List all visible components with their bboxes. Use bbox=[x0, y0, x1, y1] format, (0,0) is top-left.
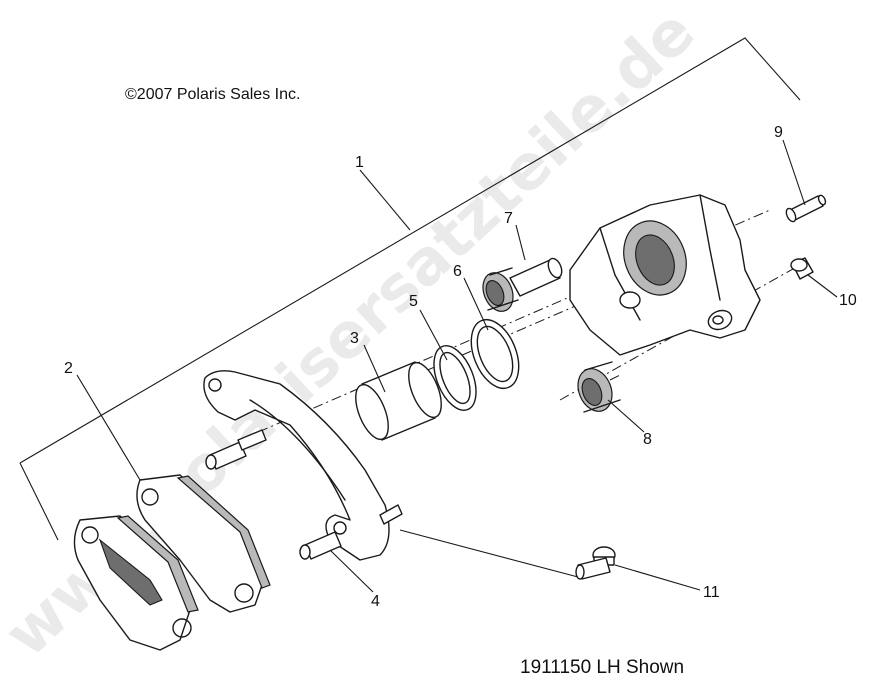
slide-pin-boot bbox=[482, 257, 563, 312]
brake-pads bbox=[73, 474, 271, 651]
label-1: 1 bbox=[355, 154, 364, 171]
slide-boot bbox=[577, 361, 621, 413]
label-8: 8 bbox=[643, 431, 652, 448]
label-11: 11 bbox=[703, 584, 720, 601]
label-5: 5 bbox=[409, 293, 418, 310]
mounting-bolt bbox=[575, 546, 616, 580]
caliper-bracket bbox=[203, 370, 403, 561]
piston bbox=[355, 361, 442, 441]
bleeder-screw bbox=[785, 194, 827, 223]
assembly-bracket bbox=[19, 37, 801, 541]
label-9: 9 bbox=[774, 124, 783, 141]
caliper-body bbox=[569, 194, 761, 356]
label-10: 10 bbox=[839, 292, 857, 309]
copyright-text: ©2007 Polaris Sales Inc. bbox=[125, 86, 300, 103]
bleeder-cap bbox=[790, 257, 814, 280]
leader-lines bbox=[76, 139, 838, 593]
dust-seal bbox=[433, 345, 477, 411]
diagram-caption: 1911150 LH Shown bbox=[520, 657, 684, 678]
label-7: 7 bbox=[504, 210, 513, 227]
label-6: 6 bbox=[453, 263, 462, 280]
label-4: 4 bbox=[371, 593, 380, 610]
label-2: 2 bbox=[64, 360, 73, 377]
label-3: 3 bbox=[350, 330, 359, 347]
piston-seal bbox=[470, 319, 520, 389]
